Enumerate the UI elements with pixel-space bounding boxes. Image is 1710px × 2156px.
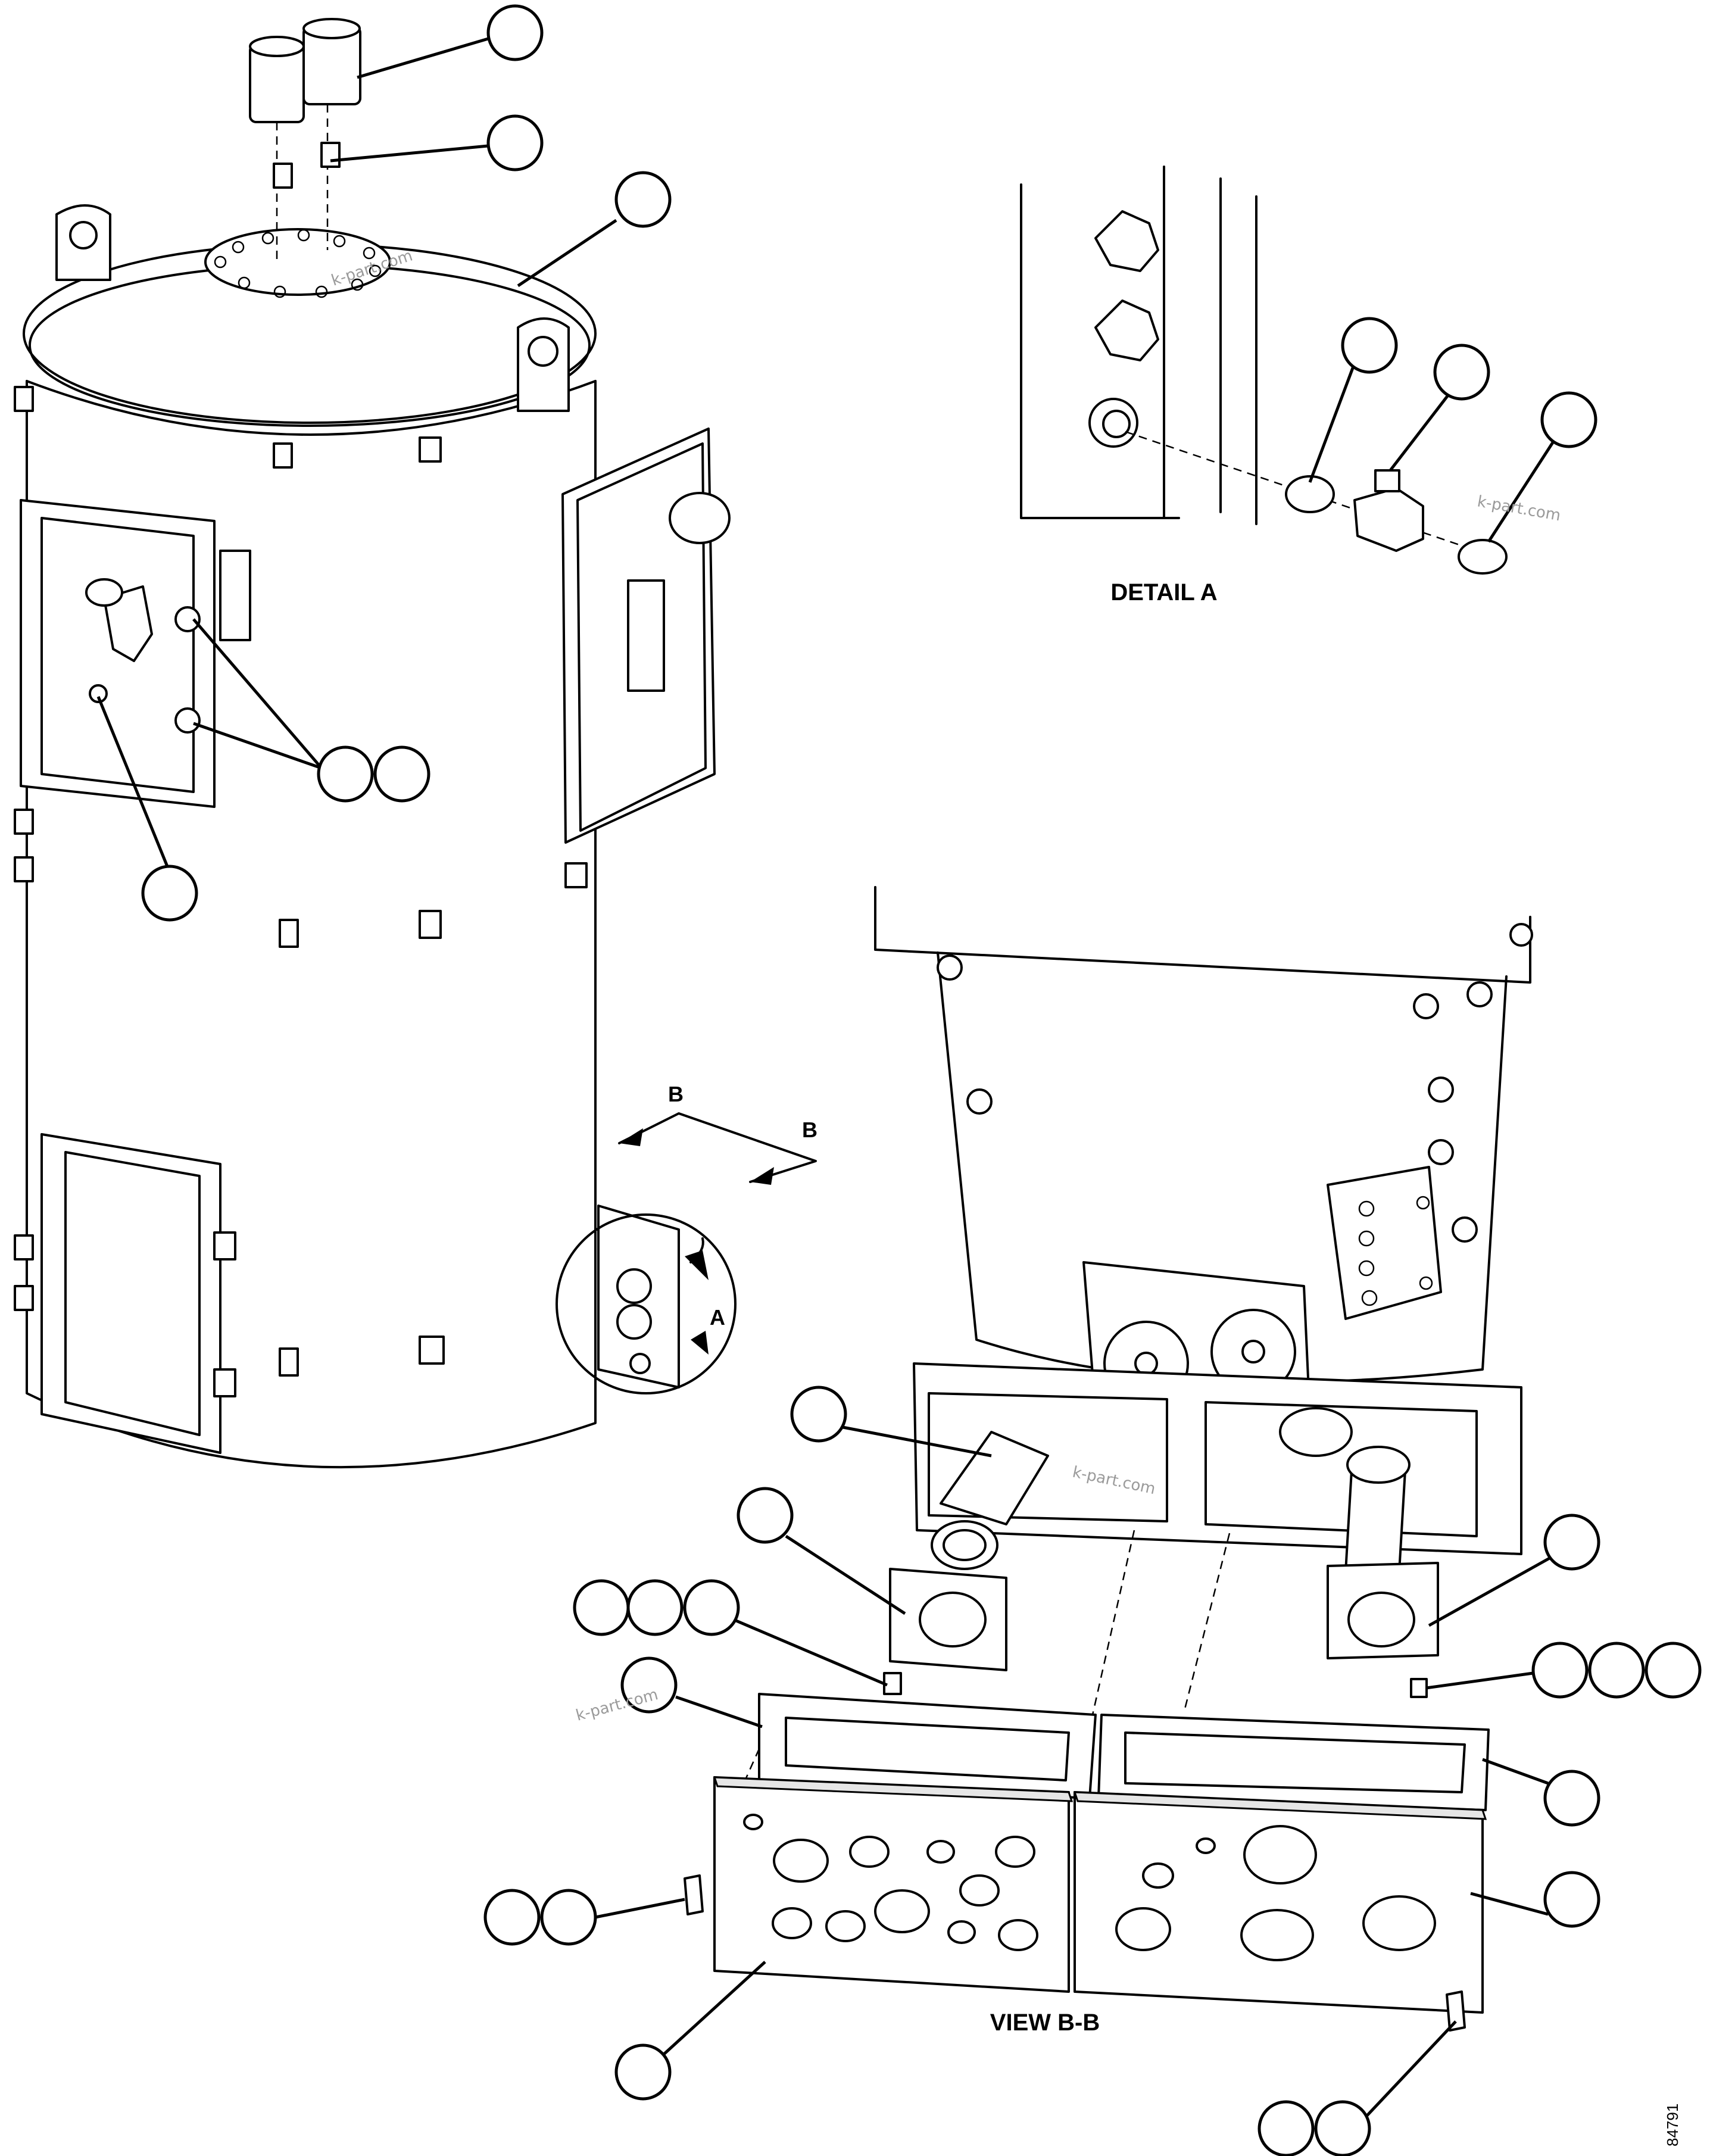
upper-access-frame	[20, 499, 216, 808]
callout-balloon	[614, 171, 672, 228]
section-b-left: B	[668, 1082, 684, 1106]
callout-balloon	[1314, 2100, 1371, 2156]
callout-balloon	[1645, 1642, 1702, 1699]
bracket	[219, 550, 251, 641]
lower-access-frame	[40, 1133, 221, 1454]
callout-balloon	[1257, 2100, 1315, 2156]
section-b-right: B	[802, 1118, 817, 1142]
callout-balloon	[1588, 1642, 1645, 1699]
detail-nut-lower	[1094, 299, 1159, 361]
callout-balloon	[573, 1579, 630, 1636]
callout-balloon	[1531, 1642, 1589, 1699]
detail-nut-upper	[1094, 210, 1159, 272]
callout-balloon	[486, 114, 544, 171]
detail-a-circle	[556, 1213, 737, 1394]
callout-balloon	[1341, 317, 1398, 374]
callout-balloon	[626, 1579, 684, 1636]
detail-a-marker: A	[710, 1305, 725, 1330]
callout-balloon	[1540, 391, 1597, 448]
detail-valve	[1353, 487, 1424, 552]
figure-number: 84791	[1664, 2104, 1681, 2146]
plug-lower	[174, 707, 201, 734]
bolt-right	[1410, 1678, 1428, 1698]
callout-balloon	[317, 745, 374, 803]
callout-balloon	[737, 1487, 794, 1544]
section-markers: B B A	[618, 1082, 817, 1355]
fitting-left	[273, 163, 293, 189]
view-bb-parts: VIEW B-B	[684, 1693, 1490, 2036]
drain-valve	[103, 585, 153, 662]
flange-right	[1327, 1562, 1439, 1659]
detail-cap	[1458, 539, 1508, 575]
callout-balloon	[540, 1889, 597, 1946]
lifting-lug-left	[55, 204, 111, 281]
control-knob	[669, 492, 731, 544]
callout-balloon	[373, 745, 430, 803]
flange-left	[889, 1568, 1007, 1671]
callout-balloon	[141, 865, 198, 922]
screw-right	[1446, 1990, 1466, 2032]
lower-sump-view	[725, 886, 1533, 1823]
tank-assembly	[14, 18, 737, 1469]
terminal-box	[1327, 1166, 1442, 1320]
callout-balloon	[790, 1386, 847, 1443]
view-bb-label: VIEW B-B	[990, 2010, 1100, 2036]
callout-balloon	[486, 4, 544, 61]
pipe-left	[940, 1431, 1049, 1525]
screw-left	[684, 1874, 704, 1915]
detail-nipple	[1285, 475, 1335, 513]
control-window	[627, 579, 665, 692]
callout-balloon	[1543, 1770, 1600, 1827]
pipe-right	[1344, 1469, 1406, 1573]
callout-balloon	[614, 2043, 672, 2101]
control-box	[561, 428, 716, 844]
detail-a-label: DETAIL A	[1110, 579, 1217, 606]
watermark: k-part.com	[574, 1686, 660, 1725]
cover-plate	[204, 228, 391, 296]
detail-a-view: DETAIL A	[1020, 166, 1508, 606]
plug-small	[89, 684, 108, 703]
cover-plate-left	[713, 1776, 1070, 1993]
callout-balloon	[1433, 344, 1490, 401]
plug-upper	[174, 606, 201, 632]
callouts	[96, 4, 1702, 2156]
callout-balloon	[683, 1579, 740, 1636]
callout-balloon	[1543, 1514, 1600, 1571]
callout-balloon	[483, 1889, 541, 1946]
callout-balloon	[1543, 1871, 1600, 1928]
callout-balloon	[620, 1656, 678, 1714]
fitting-right	[320, 142, 341, 168]
